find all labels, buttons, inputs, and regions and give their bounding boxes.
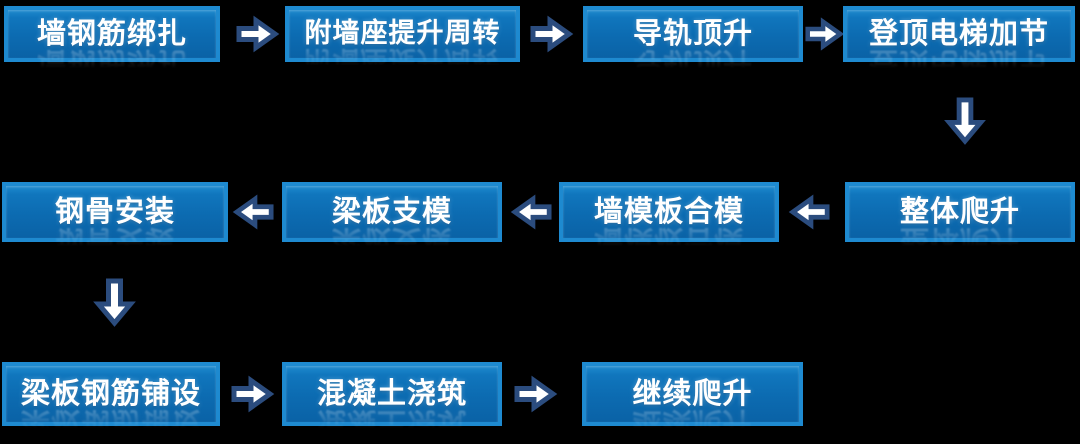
- step-concrete-pouring: 混凝土浇筑: [282, 362, 502, 426]
- step-label: 附墙座提升周转: [305, 19, 501, 49]
- step-beam-slab-rebar-laying: 梁板钢筋铺设: [2, 362, 220, 426]
- flow-arrow-right-icon: [514, 375, 558, 413]
- step-guide-rail-jacking: 导轨顶升: [583, 6, 803, 62]
- step-label: 墙模板合模: [594, 195, 744, 228]
- step-label: 墙钢筋绑扎: [37, 17, 187, 50]
- step-top-elevator-add-section: 登顶电梯加节: [843, 6, 1075, 62]
- step-label: 梁板支模: [332, 195, 452, 228]
- flow-arrow-left-icon: [510, 194, 552, 230]
- step-wall-formwork-closing: 墙模板合模: [559, 182, 779, 242]
- flow-arrow-down-icon: [944, 97, 986, 145]
- flow-arrow-left-icon: [788, 194, 830, 230]
- step-label: 继续爬升: [632, 377, 752, 410]
- step-label: 混凝土浇筑: [317, 377, 467, 410]
- step-label: 导轨顶升: [633, 17, 753, 50]
- step-label: 登顶电梯加节: [869, 17, 1049, 50]
- flow-arrow-right-icon: [231, 375, 275, 413]
- step-wall-attach-seat-lift-rotation: 附墙座提升周转: [285, 6, 520, 62]
- flow-arrow-right-icon: [530, 15, 574, 53]
- step-steel-frame-installation: 钢骨安装: [2, 182, 228, 242]
- flow-arrow-right-icon: [805, 17, 845, 51]
- step-overall-climbing: 整体爬升: [845, 182, 1075, 242]
- step-beam-slab-formwork: 梁板支模: [282, 182, 502, 242]
- flow-arrow-down-icon: [92, 278, 137, 327]
- step-wall-rebar-tying: 墙钢筋绑扎: [4, 6, 220, 62]
- step-label: 钢骨安装: [55, 195, 175, 228]
- step-label: 梁板钢筋铺设: [21, 377, 201, 410]
- step-continue-climbing: 继续爬升: [582, 362, 803, 426]
- flow-arrow-left-icon: [232, 194, 274, 230]
- flow-arrow-right-icon: [236, 15, 280, 53]
- step-label: 整体爬升: [900, 195, 1020, 228]
